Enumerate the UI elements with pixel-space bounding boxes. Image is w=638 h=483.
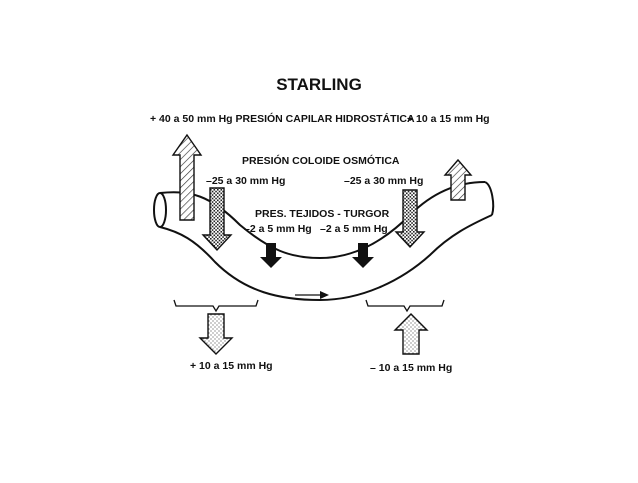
tissue-pressure-arrow-right — [352, 243, 374, 268]
label-tissue-heading: PRES. TEJIDOS - TURGOR — [255, 208, 390, 220]
label-capillary-hydrostatic-left: + 40 a 50 mm Hg PRESIÓN CAPILAR HIDROSTÁ… — [150, 112, 415, 125]
colloid-pressure-arrow-left — [201, 187, 233, 252]
label-tissue-left: –2 a 5 mm Hg — [244, 223, 312, 235]
hydrostatic-pressure-arrow-right — [443, 158, 473, 201]
colloid-pressure-arrow-right — [394, 189, 426, 249]
brace-left — [173, 299, 259, 313]
net-reabsorption-arrow-right — [393, 313, 429, 355]
label-tissue-right: –2 a 5 mm Hg — [320, 223, 388, 235]
label-capillary-hydrostatic-right: + 10 a 15 mm Hg — [407, 113, 490, 125]
label-colloid-left: –25 a 30 mm Hg — [206, 175, 285, 187]
label-colloid-heading: PRESIÓN COLOIDE OSMÓTICA — [242, 154, 400, 167]
label-net-left: + 10 a 15 mm Hg — [190, 360, 273, 372]
capillary-vessel — [153, 181, 495, 302]
flow-arrow — [295, 291, 329, 299]
net-filtration-arrow-left — [198, 313, 234, 355]
brace-right — [365, 299, 445, 313]
tissue-pressure-arrow-left — [260, 243, 282, 268]
label-colloid-right: –25 a 30 mm Hg — [344, 175, 423, 187]
label-net-right: – 10 a 15 mm Hg — [370, 362, 452, 374]
diagram-title: STARLING — [276, 75, 362, 94]
hydrostatic-pressure-arrow-left — [171, 133, 203, 221]
